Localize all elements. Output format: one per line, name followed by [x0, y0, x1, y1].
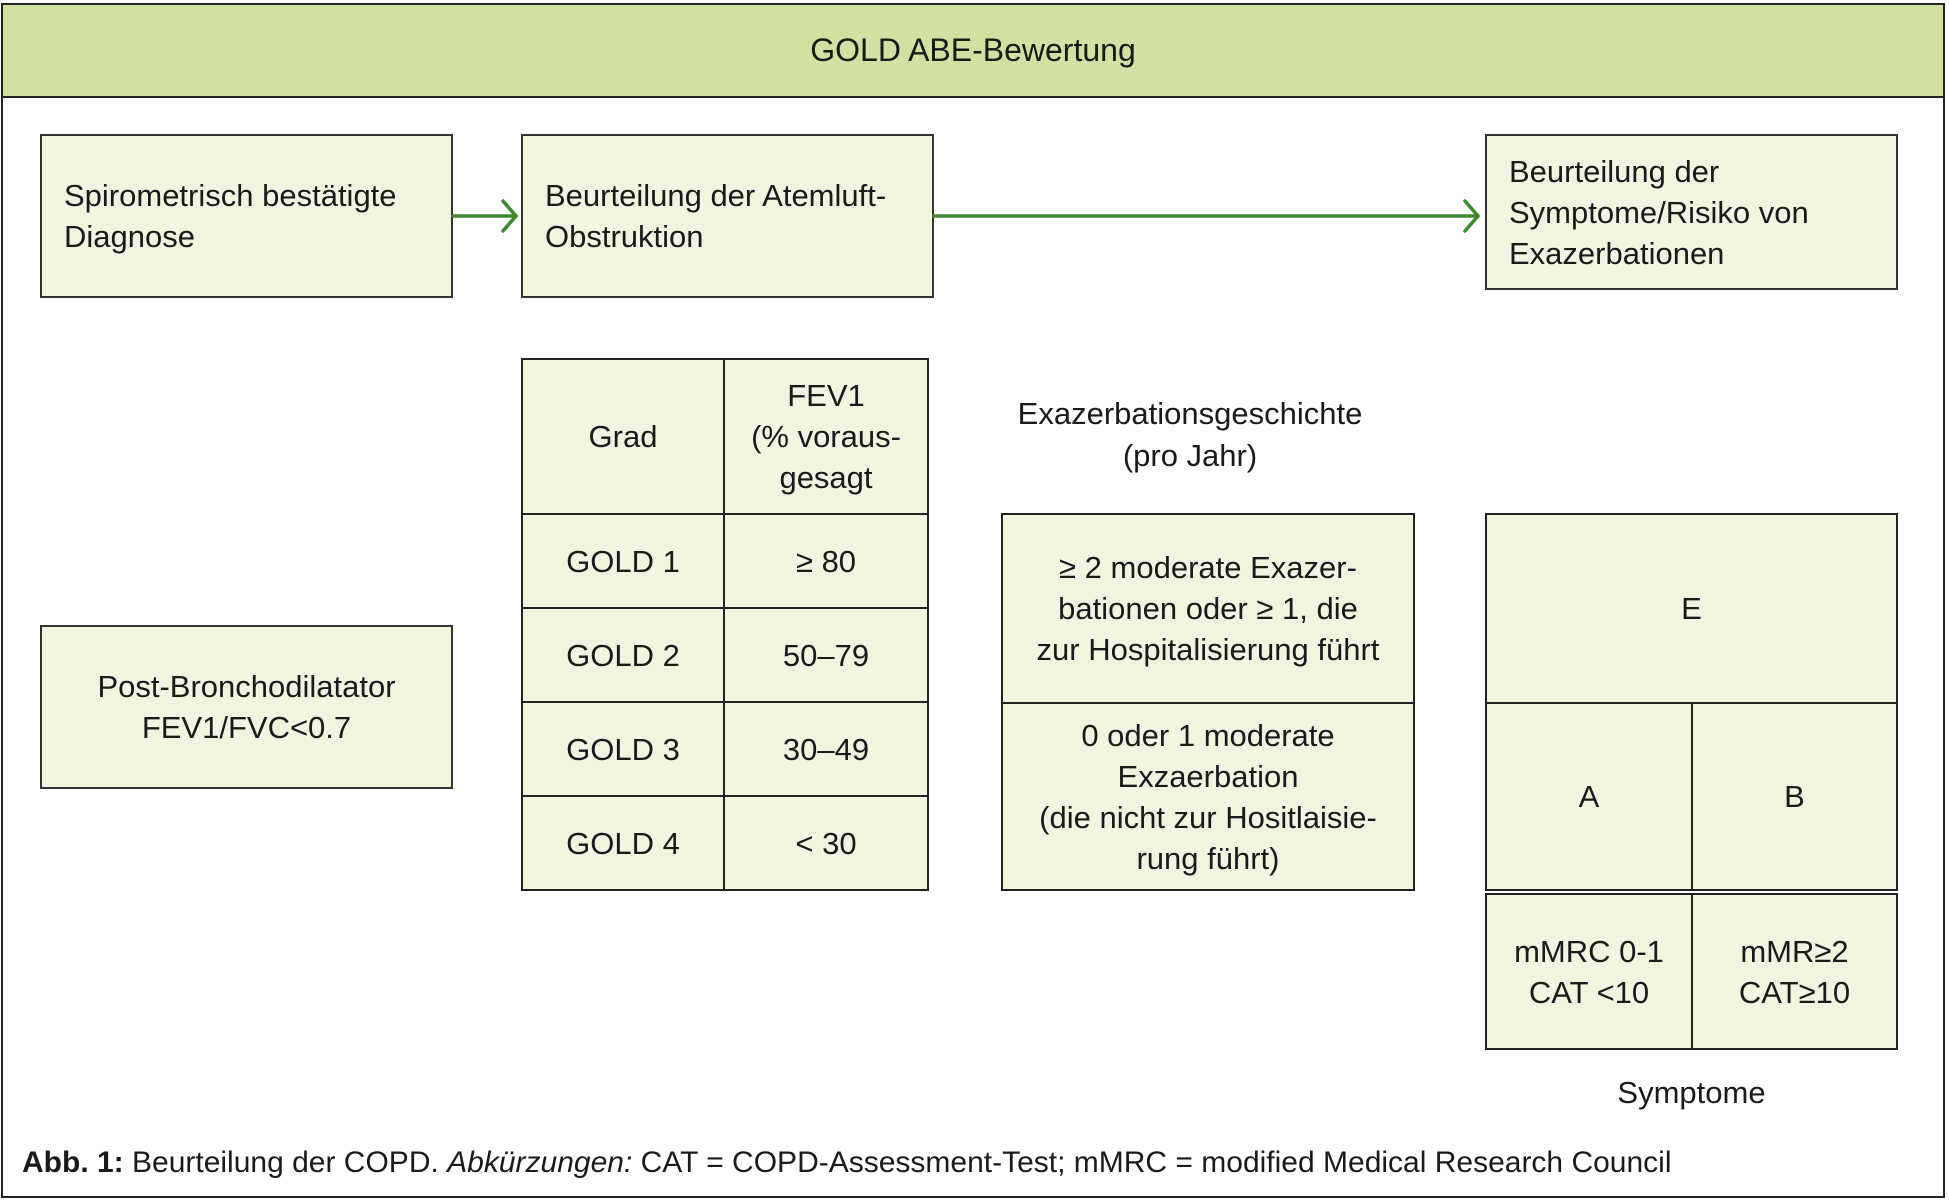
arrow-head-2: [1463, 199, 1480, 233]
symptoms-high-cell: mMR≥2 CAT≥10: [1691, 893, 1898, 1050]
symptoms-axis-label: Symptome: [1617, 1075, 1766, 1110]
table-cell-fev1: < 30: [723, 795, 929, 891]
symptoms-low-cell: mMRC 0-1 CAT <10: [1485, 893, 1693, 1050]
table-cell-fev1: 30–49: [723, 701, 929, 797]
table-cell-fev1: ≥ 80: [723, 513, 929, 609]
step-diagnosis-box: Spirometrisch bestätigte Diagnose: [40, 134, 453, 298]
step-symptoms-risk-label: Beurteilung der Symptome/Risiko von Exaz…: [1509, 153, 1809, 271]
table-cell-grade: GOLD 3: [521, 701, 725, 797]
table-cell-fev1: 50–79: [723, 607, 929, 703]
caption-abbreviations-text: CAT = COPD-Assessment-Test; mMRC = modif…: [632, 1146, 1672, 1179]
table-cell-grade: GOLD 4: [521, 795, 725, 891]
step-symptoms-risk-box: Beurteilung der Symptome/Risiko von Exaz…: [1485, 134, 1898, 290]
group-b-cell: B: [1691, 702, 1898, 891]
spirometry-criterion-label: Post-Bronchodilatator FEV1/FVC<0.7: [97, 669, 396, 745]
exacerbation-history-title: Exazerbationsgeschichte (pro Jahr): [1017, 396, 1363, 473]
table-cell-grade: GOLD 1: [521, 513, 725, 609]
group-a-cell: A: [1485, 702, 1693, 891]
figure-caption: Abb. 1: Beurteilung der COPD. Abkürzunge…: [22, 1146, 1672, 1180]
spirometry-criterion-box: Post-Bronchodilatator FEV1/FVC<0.7: [40, 625, 453, 789]
table-header-grade: Grad: [521, 358, 725, 515]
caption-text: Beurteilung der COPD.: [123, 1146, 448, 1179]
step-obstruction-box: Beurteilung der Atemluft- Obstruktion: [521, 134, 934, 298]
exacerbation-low-box: 0 oder 1 moderate Exzaerbation (die nich…: [1001, 702, 1415, 891]
group-e-cell: E: [1485, 513, 1898, 704]
table-cell-grade: GOLD 2: [521, 607, 725, 703]
caption-abbreviations-label: Abkürzungen:: [447, 1146, 633, 1179]
figure-title: GOLD ABE-Bewertung: [1, 3, 1945, 98]
arrow-head-1: [501, 199, 518, 233]
caption-label: Abb. 1:: [22, 1146, 124, 1179]
table-header-fev1: FEV1 (% voraus- gesagt: [723, 358, 929, 515]
step-obstruction-label: Beurteilung der Atemluft- Obstruktion: [545, 178, 887, 254]
exacerbation-high-box: ≥ 2 moderate Exazer- bationen oder ≥ 1, …: [1001, 513, 1415, 704]
step-diagnosis-label: Spirometrisch bestätigte Diagnose: [64, 178, 397, 254]
